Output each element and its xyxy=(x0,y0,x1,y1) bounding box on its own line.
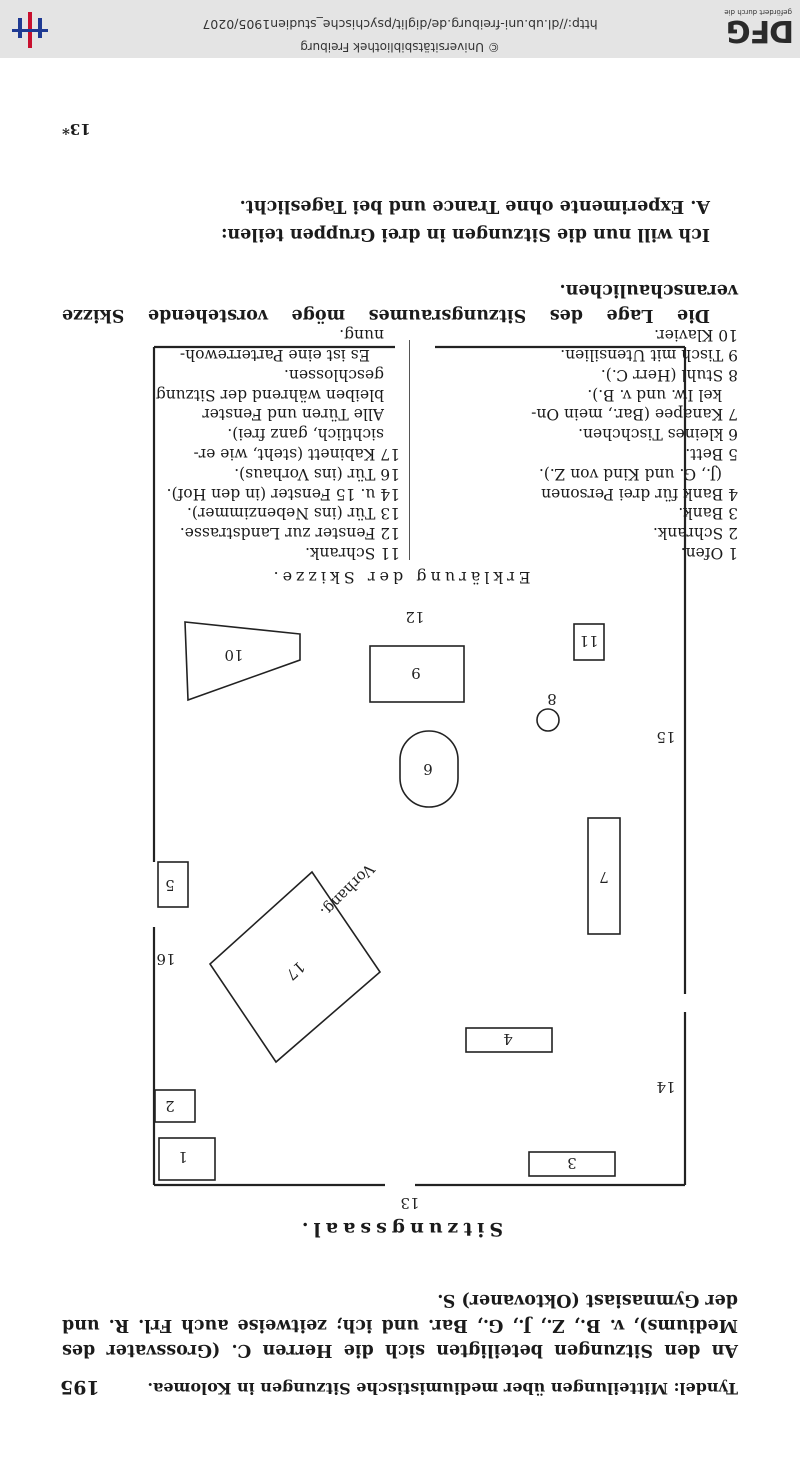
label-17: 17 xyxy=(282,958,308,984)
label-9: 9 xyxy=(411,664,421,682)
small-table-shape xyxy=(399,730,459,808)
legend-item: 10 Klavier. xyxy=(654,326,738,345)
booth-shape xyxy=(208,870,382,1064)
bench-three-shape xyxy=(465,1027,553,1053)
dfg-logo-subtitle: gefördert durch die xyxy=(724,8,792,16)
chair-shape xyxy=(536,708,560,732)
dfg-logo-text: DFG xyxy=(726,13,794,48)
bench-shape xyxy=(528,1151,616,1177)
legend-item: Alle Türen und Fenster xyxy=(202,405,384,424)
bed-shape xyxy=(157,861,189,908)
signature-mark: 13* xyxy=(62,120,91,138)
running-title: Tyndel: Mitteilungen über mediumistische… xyxy=(147,1379,738,1398)
label-7: 7 xyxy=(599,868,609,886)
legend-item: 3 Bank. xyxy=(678,504,738,523)
label-8: 8 xyxy=(547,690,557,708)
label-13: 13 xyxy=(400,1194,419,1212)
cabinet-11-shape xyxy=(573,623,605,661)
label-2: 2 xyxy=(165,1097,175,1115)
legend-item: (J., G. und Kind von Z.). xyxy=(538,464,722,483)
label-12: 12 xyxy=(405,608,424,626)
legend-item: 8 Stuhl (Herr C.). xyxy=(600,365,738,384)
legend-item: geschlossen. xyxy=(284,365,384,384)
sofa-shape xyxy=(587,817,621,935)
source-url-link[interactable]: http://dl.ub.uni-freiburg.de/diglit/psyc… xyxy=(202,17,598,32)
legend-item: 1 Ofen. xyxy=(680,544,738,562)
paragraph-2: Die Lage des Sitzungsraumes möge vorsteh… xyxy=(62,280,738,325)
label-vorhang: Vorhang. xyxy=(317,859,379,921)
paragraph-3: Ich will nun die Sitzungen in drei Grupp… xyxy=(220,224,710,244)
label-16: 16 xyxy=(156,950,175,968)
legend-item: kel Iw. und v. B.). xyxy=(587,385,722,404)
legend-item: 13 Tür (ins Nebenzimmer). xyxy=(186,504,400,523)
legend-item: 11 Schrank. xyxy=(305,544,400,562)
legend-right-column: 11 Schrank. 12 Fenster zur Landstrasse. … xyxy=(60,324,400,562)
dfg-logo: DFG gefördert durch die xyxy=(704,8,794,48)
label-14: 14 xyxy=(656,1078,675,1096)
label-6: 6 xyxy=(423,760,433,778)
intro-paragraph: An den Sitzungen beteiligten sich die He… xyxy=(62,1290,738,1360)
legend-item: nung. xyxy=(339,326,384,345)
label-1: 1 xyxy=(178,1148,188,1166)
diagram-caption: Sitzungssaal. xyxy=(296,1218,504,1240)
legend-item: 14 u. 15 Fenster (in den Hof). xyxy=(166,484,400,503)
legend-item: 12 Fenster zur Landstrasse. xyxy=(179,524,400,543)
label-3: 3 xyxy=(567,1154,577,1172)
piano-shape xyxy=(184,621,301,702)
legend-heading: Erklärung der Skizze. xyxy=(269,568,531,587)
legend-item: bleiben während der Sitzung xyxy=(155,385,384,404)
paragraph-4: A. Experimente ohne Trance und bei Tages… xyxy=(239,196,710,216)
legend-item: sichtlich, ganz frei). xyxy=(227,425,384,444)
legend-item: 6 kleines Tischchen. xyxy=(578,425,738,444)
legend-item: Es ist eine Parterrewoh- xyxy=(179,346,370,365)
label-11: 11 xyxy=(579,632,598,650)
oven-shape xyxy=(158,1137,216,1181)
legend-item: 2 Schrank. xyxy=(652,524,738,543)
page-number: 195 xyxy=(60,1376,100,1398)
label-4: 4 xyxy=(503,1030,513,1048)
legend-item: 17 Kabinett (steht, wie er- xyxy=(193,445,400,464)
legend-item: 16 Tür (ins Vorhaus). xyxy=(234,464,400,483)
legend-item: 7 Kanapee (Bar., mein On- xyxy=(531,405,738,424)
utensil-table-shape xyxy=(369,645,465,703)
legend-item: 9 Tisch mit Utensilien. xyxy=(560,346,738,365)
cabinet-shape xyxy=(154,1089,196,1123)
legend-item: 4 Bank für drei Personen xyxy=(541,484,738,503)
label-10: 10 xyxy=(224,646,243,664)
legend-left-column: 1 Ofen. 2 Schrank. 3 Bank. 4 Bank für dr… xyxy=(420,324,738,562)
ub-logo-icon xyxy=(8,10,52,50)
label-15: 15 xyxy=(656,728,675,746)
label-5: 5 xyxy=(165,876,175,894)
legend-divider xyxy=(409,340,410,560)
legend-item: 5 Bett. xyxy=(685,445,738,464)
copyright-text: © Universitätsbibliothek Freiburg xyxy=(300,40,500,54)
digitization-banner: © Universitätsbibliothek Freiburg http:/… xyxy=(0,0,800,58)
